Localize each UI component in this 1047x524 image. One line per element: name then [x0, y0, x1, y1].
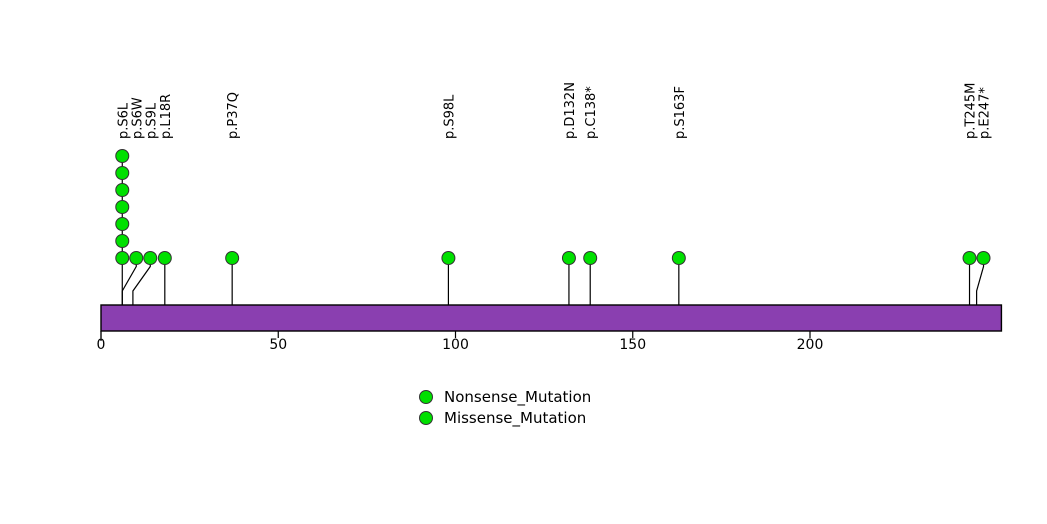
lollipop-dot-p.D132N[interactable] [561, 251, 576, 265]
mutation-label-p.S98L: p.S98L [442, 94, 457, 139]
lollipop-dot-p.T245M[interactable] [962, 251, 977, 265]
axis-tick-label-100: 100 [442, 337, 469, 353]
lollipop-dot-p.E247*[interactable] [976, 251, 991, 265]
lollipop-dot-p.S6L-7[interactable] [115, 149, 130, 163]
mutation-label-p.C138*: p.C138* [584, 86, 599, 139]
mutation-label-p.S6W: p.S6W [130, 97, 145, 139]
mutation-label-p.T245M: p.T245M [964, 83, 979, 139]
lollipop-dot-p.S6L-2[interactable] [115, 234, 130, 248]
lollipop-dots-group [115, 149, 991, 265]
axis-tick-label-200: 200 [797, 337, 824, 353]
mutation-label-p.S9L: p.S9L [144, 102, 159, 139]
legend-swatch-Nonsense_Mutation [419, 390, 433, 404]
axis-tick-label-150: 150 [619, 337, 646, 353]
lollipop-dot-p.S6L-1[interactable] [115, 251, 130, 265]
lollipop-dot-p.S163F[interactable] [671, 251, 686, 265]
lollipop-dot-p.S6W[interactable] [129, 251, 144, 265]
lollipop-dot-p.P37Q[interactable] [225, 251, 240, 265]
lollipop-dot-p.S6L-6[interactable] [115, 166, 130, 180]
legend-label-Nonsense_Mutation: Nonsense_Mutation [444, 388, 591, 407]
protein-domain-bar-group [100, 304, 1003, 332]
legend-swatch-Missense_Mutation [419, 411, 433, 425]
legend-label-Missense_Mutation: Missense_Mutation [444, 409, 586, 428]
mutation-label-p.E247*: p.E247* [978, 87, 993, 139]
lollipop-dot-p.C138*[interactable] [583, 251, 598, 265]
lollipop-dot-p.S6L-5[interactable] [115, 183, 130, 197]
axis-tick-label-0: 0 [97, 337, 106, 353]
lollipop-dot-p.L18R[interactable] [157, 251, 172, 265]
lollipop-dot-p.S6L-4[interactable] [115, 200, 130, 214]
lollipop-dot-p.S6L-3[interactable] [115, 217, 130, 231]
mutation-label-p.S163F: p.S163F [673, 86, 688, 139]
lollipop-dot-p.S98L[interactable] [441, 251, 456, 265]
mutation-label-p.D132N: p.D132N [563, 82, 578, 139]
lollipop-dot-p.S9L[interactable] [143, 251, 158, 265]
x-axis-group: 0 50 100 150 200 [97, 331, 824, 353]
mutation-label-p.P37Q: p.P37Q [226, 92, 241, 139]
mutation-label-p.S6L: p.S6L [116, 102, 131, 139]
mutation-label-p.L18R: p.L18R [159, 94, 174, 139]
protein-domain-bar [100, 304, 1003, 332]
axis-tick-label-50: 50 [269, 337, 287, 353]
